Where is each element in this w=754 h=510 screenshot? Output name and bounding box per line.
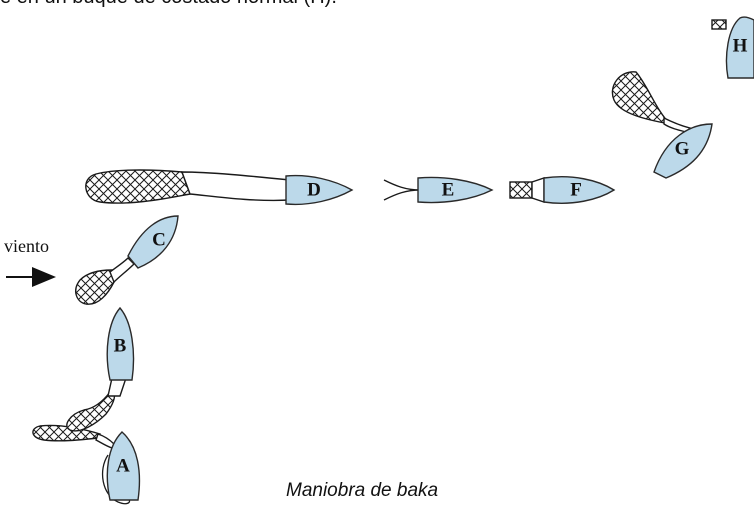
boat-f-hull (543, 176, 616, 204)
top-text: e en un buque de costado normal (H). (0, 0, 337, 9)
boat-h-net (711, 19, 727, 30)
diagram-caption: Maniobra de baka (286, 480, 439, 501)
boat-a-net-neck (95, 433, 115, 449)
wind-label: viento (4, 236, 49, 256)
boat-f-net-neck (531, 177, 545, 203)
boat-b-group: B (66, 306, 135, 432)
boat-g-net-neck (663, 116, 692, 133)
boat-c-hull (127, 215, 179, 269)
boat-e-group: E (383, 176, 494, 204)
boat-a-net (32, 424, 101, 442)
boat-a-hull (106, 431, 141, 501)
boat-d-group: D (85, 169, 354, 206)
boat-f-group: F (509, 176, 616, 204)
boat-c-group: C (75, 215, 179, 305)
boat-f-label: F (570, 180, 582, 201)
boat-d-net (85, 169, 191, 204)
boat-b-label: B (114, 336, 127, 357)
boat-a-wake (101, 454, 131, 505)
boat-g-label: G (675, 139, 690, 160)
boat-c-net (75, 269, 115, 305)
boat-h-group: H (711, 16, 754, 79)
boat-h-hull (725, 16, 754, 79)
boat-d-label: D (307, 180, 321, 201)
boat-a-group: A (32, 424, 141, 505)
boat-a-label: A (116, 456, 130, 477)
boat-g-hull (653, 123, 713, 179)
boat-g-group: G (611, 71, 713, 179)
boat-d-net-neck (181, 171, 291, 202)
boat-g-net (611, 71, 673, 126)
boat-e-net (383, 179, 421, 201)
boat-c-net-neck (109, 257, 135, 284)
boat-f-net (509, 181, 533, 199)
boat-d-hull (285, 174, 354, 206)
boat-h-label: H (733, 36, 748, 57)
boat-c-label: C (152, 230, 166, 251)
boat-b-hull (106, 306, 135, 381)
boat-e-label: E (442, 180, 455, 201)
boat-e-hull (417, 176, 494, 204)
boat-b-net (66, 391, 116, 432)
